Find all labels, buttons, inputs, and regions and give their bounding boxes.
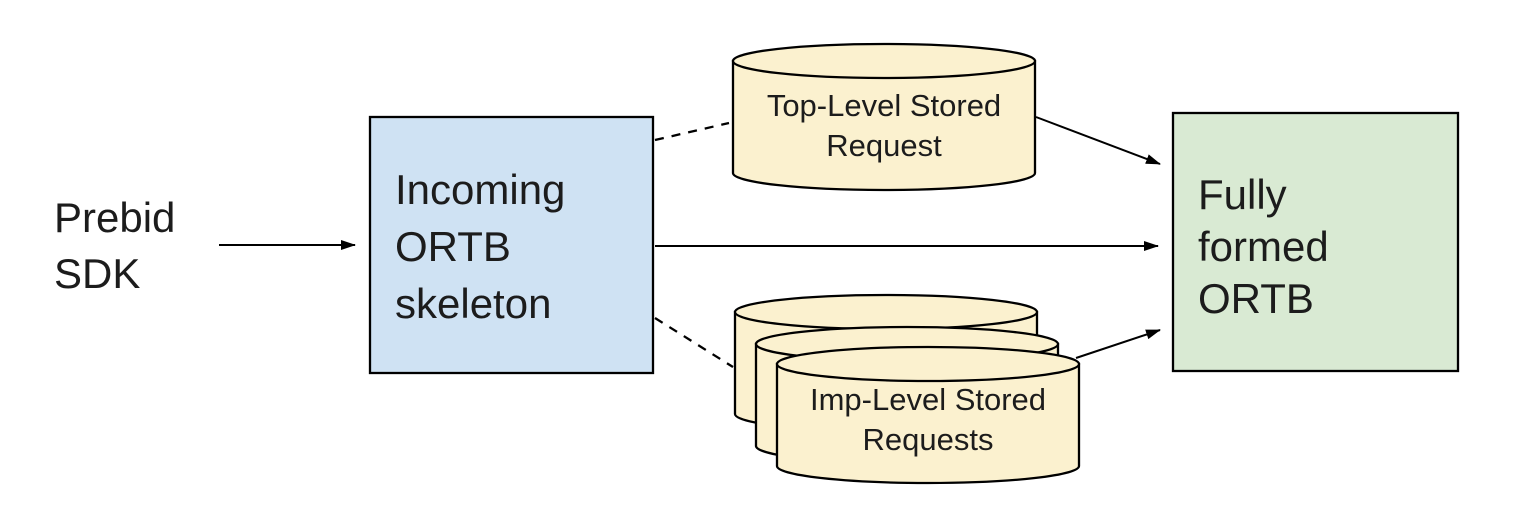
fully-formed-label-line1: Fully bbox=[1198, 171, 1287, 218]
implevel-cylinder-front-top bbox=[775, 345, 1081, 383]
incoming-ortb-label-line2: ORTB bbox=[395, 223, 511, 270]
node-imp-level-stored-requests: Imp-Level Stored Requests bbox=[733, 293, 1081, 485]
prebid-sdk-label-line1: Prebid bbox=[54, 194, 175, 241]
edge-incoming-to-implevel-dashed bbox=[654, 317, 734, 368]
fully-formed-ortb-box bbox=[1171, 111, 1460, 373]
fully-formed-label-line2: formed bbox=[1198, 223, 1329, 270]
edge-toplevel-to-fullyformed-arrow bbox=[1035, 116, 1161, 165]
node-top-level-stored-request: Top-Level Stored Request bbox=[731, 42, 1037, 192]
node-prebid-sdk: Prebid SDK bbox=[54, 194, 175, 297]
incoming-ortb-label-line3: skeleton bbox=[395, 280, 551, 327]
prebid-sdk-label-line2: SDK bbox=[54, 250, 140, 297]
toplevel-cylinder-body bbox=[731, 59, 1037, 192]
implevel-cylinder-back-top bbox=[733, 293, 1039, 331]
toplevel-label-line2: Request bbox=[826, 128, 942, 163]
implevel-label-line1: Imp-Level Stored bbox=[810, 382, 1046, 417]
toplevel-cylinder-top bbox=[731, 42, 1037, 80]
incoming-ortb-label-line1: Incoming bbox=[395, 166, 565, 213]
edge-implevel-to-fullyformed-arrow bbox=[1075, 329, 1161, 359]
fully-formed-label-line3: ORTB bbox=[1198, 275, 1314, 322]
toplevel-label-line1: Top-Level Stored bbox=[767, 88, 1001, 123]
implevel-label-line2: Requests bbox=[863, 422, 994, 457]
node-fully-formed-ortb: Fully formed ORTB bbox=[1171, 111, 1460, 373]
incoming-ortb-box bbox=[368, 115, 655, 375]
node-incoming-ortb-skeleton: Incoming ORTB skeleton bbox=[368, 115, 655, 375]
edge-incoming-to-toplevel-dashed bbox=[654, 121, 730, 142]
implevel-cylinder-front-body bbox=[775, 362, 1081, 485]
